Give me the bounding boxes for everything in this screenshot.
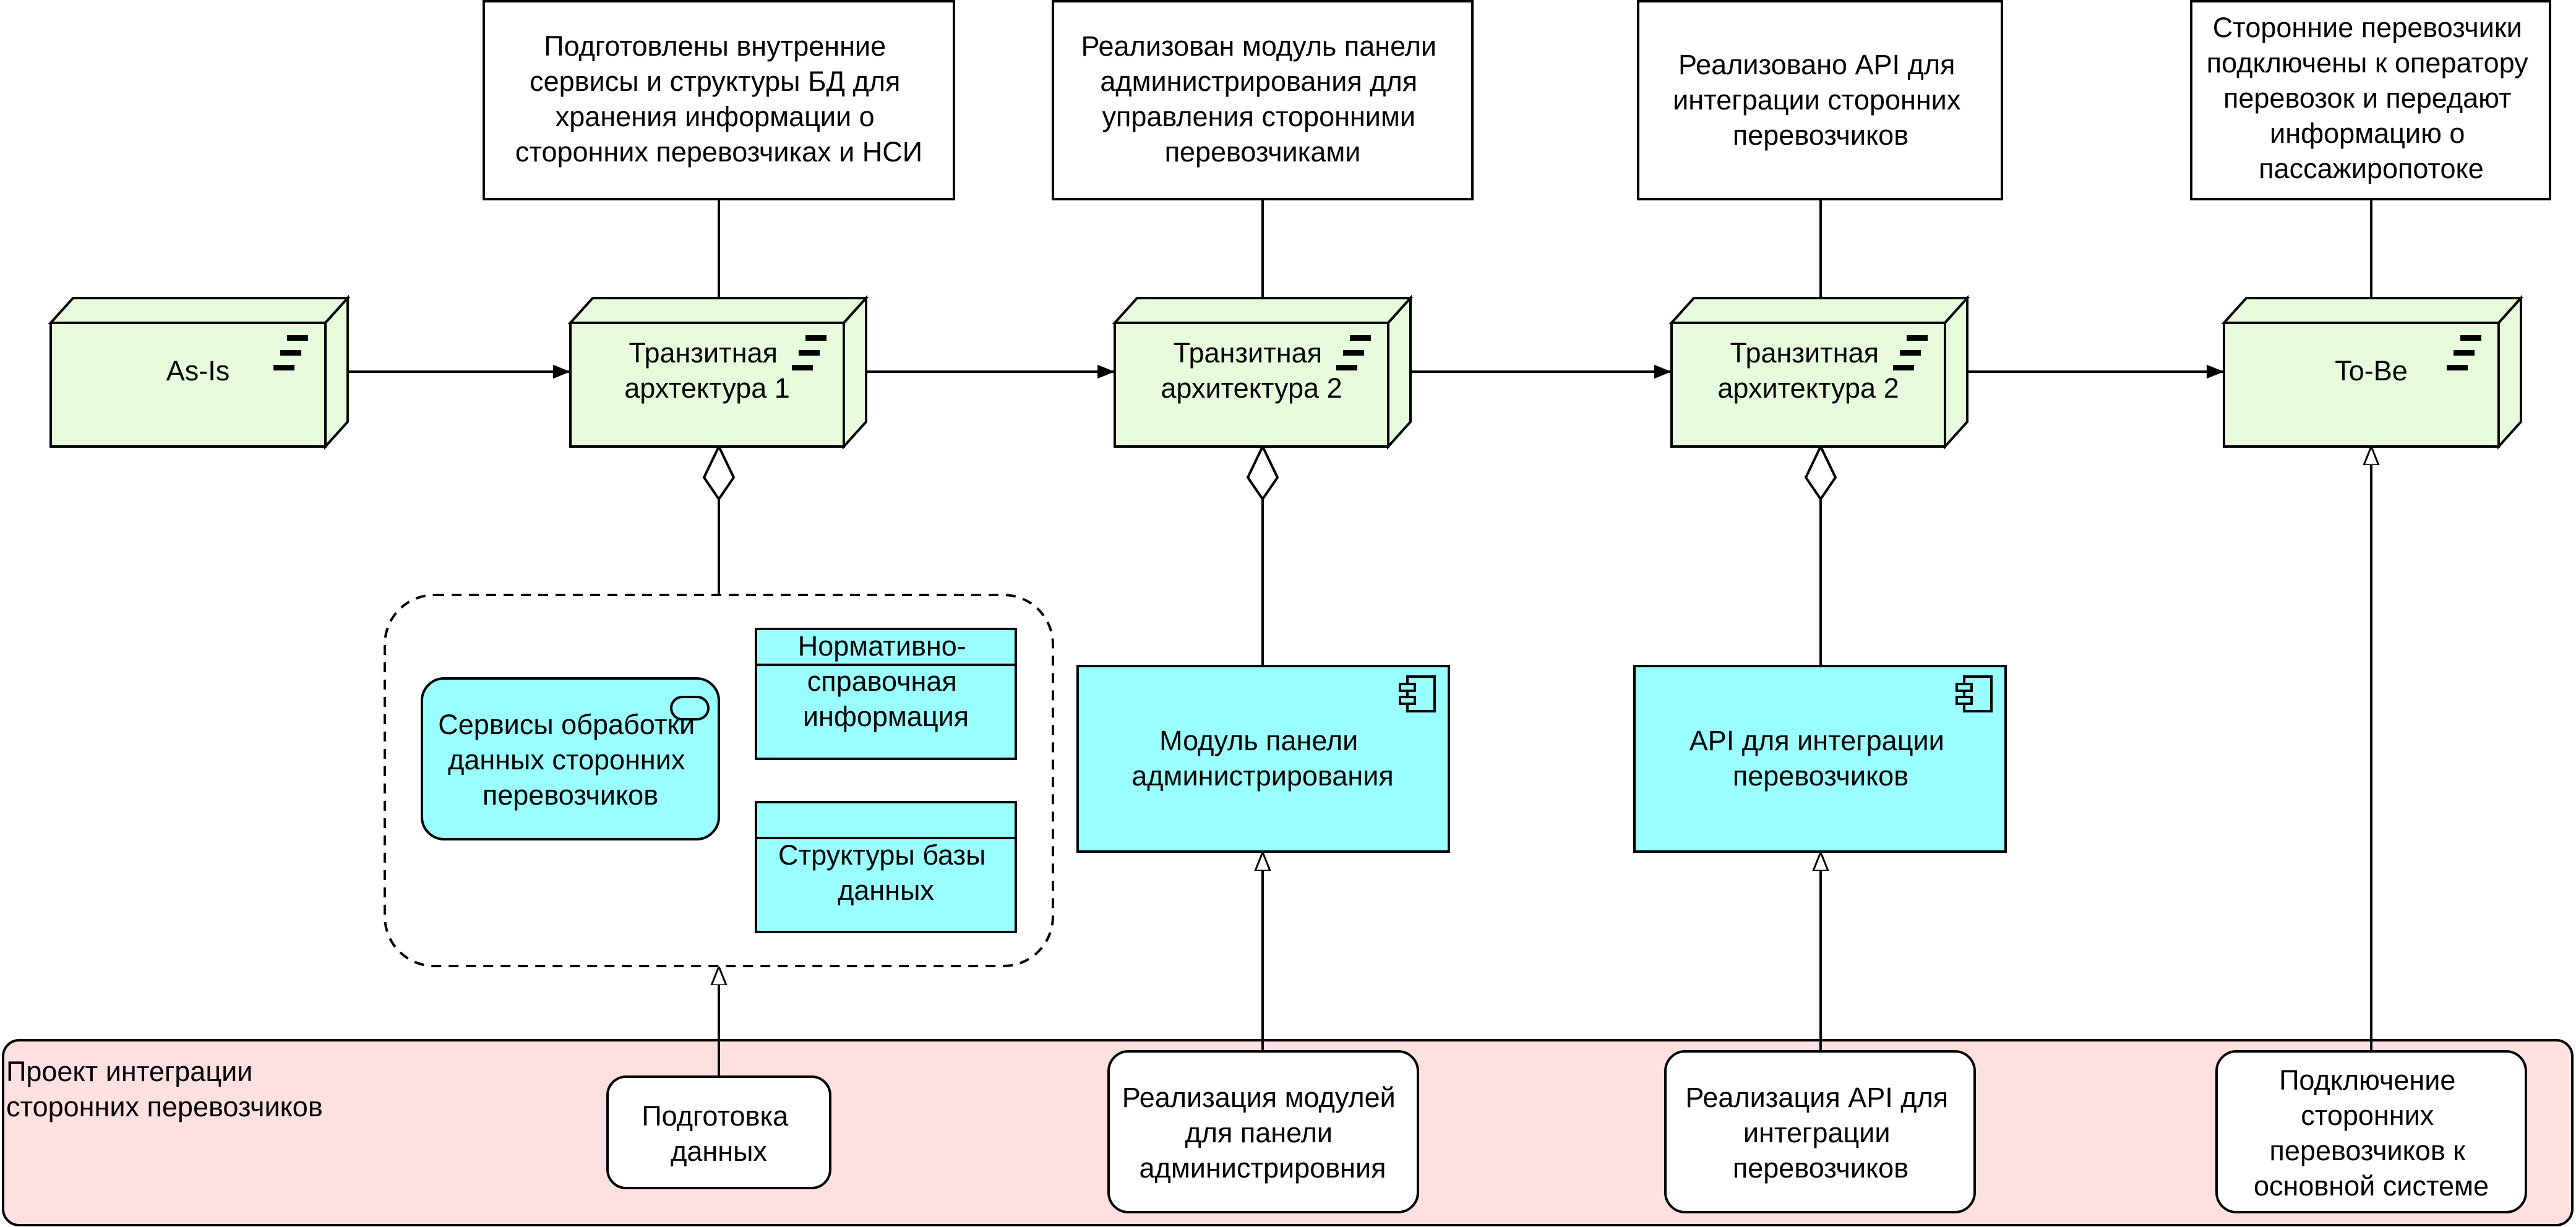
plateau-icon <box>1893 335 1928 370</box>
component-icon <box>1399 675 1436 712</box>
plateau-transit-2b[interactable]: Транзитная архитектура 2 <box>1668 294 1970 450</box>
note-box <box>1637 0 2003 200</box>
work-package-connect-carriers[interactable]: Подключение сторонних перевозчиков к осн… <box>2215 1050 2527 1213</box>
work-package-label: Подготовка данных <box>642 1100 796 1167</box>
work-package-admin-modules[interactable]: Реализация модулей для панели администри… <box>1107 1050 1419 1213</box>
notes: Подготовлены внутренние сервисы и структ… <box>483 0 2551 200</box>
work-packages: Подготовка данных Реализация модулей для… <box>606 1050 2527 1213</box>
project-label: Проект интеграции сторонних перевозчиков <box>6 1056 323 1122</box>
aggregation-diamond <box>702 443 736 502</box>
note-text: Реализован модуль панели администрирован… <box>1081 30 1444 168</box>
plateau-as-is[interactable]: As-Is <box>48 294 351 450</box>
component-label: Модуль панели администрирования <box>1131 725 1393 792</box>
note-text: Подготовлены внутренние сервисы и структ… <box>515 30 922 168</box>
reference-data-label: Нормативно- справочная информация <box>798 630 974 732</box>
aggregation-diamond <box>1804 443 1837 502</box>
work-package-label: Подключение сторонних перевозчиков к осн… <box>2254 1064 2489 1202</box>
work-package-api-impl[interactable]: Реализация API для интеграции перевозчик… <box>1664 1050 1976 1213</box>
reference-data-object[interactable]: Нормативно- справочная информация <box>755 628 1017 760</box>
plateau-label: Транзитная архитектура 2 <box>1717 337 1899 404</box>
db-structures-label: Структуры базы данных <box>778 839 994 906</box>
components: Модуль панели администрирования API для … <box>1076 665 2007 853</box>
service-label: Сервисы обработки данных сторонних перев… <box>438 709 703 811</box>
group-container: Сервисы обработки данных сторонних перев… <box>384 594 1054 967</box>
plateaus: As-Is Транзитная архтектура 1 <box>48 294 2524 450</box>
plateau-label: Транзитная архтектура 1 <box>624 337 790 404</box>
plateau-transit-1[interactable]: Транзитная архтектура 1 <box>567 294 869 450</box>
plateau-label: Транзитная архитектура 2 <box>1161 337 1342 404</box>
group-border <box>384 594 1054 967</box>
note: Реализовано API для интеграции сторонних… <box>1637 0 2003 200</box>
note-text: Сторонние перевозчики подключены к опера… <box>2207 12 2536 184</box>
service-box[interactable]: Сервисы обработки данных сторонних перев… <box>421 677 720 840</box>
note-text: Реализовано API для интеграции сторонних… <box>1673 49 1968 151</box>
component-label: API для интеграции перевозчиков <box>1689 725 1952 792</box>
plateau-label: To-Be <box>2335 355 2408 387</box>
service-icon <box>670 696 710 720</box>
note: Подготовлены внутренние сервисы и структ… <box>483 0 955 200</box>
work-package-label: Реализация API для интеграции перевозчик… <box>1685 1082 1956 1184</box>
aggregation-diamond <box>1246 443 1279 502</box>
plateau-label: As-Is <box>166 355 230 387</box>
db-structures-object[interactable]: Структуры базы данных <box>755 801 1017 933</box>
work-package-label: Реализация модулей для панели администри… <box>1122 1082 1404 1184</box>
note-box <box>1052 0 1474 200</box>
aggregation-diamonds <box>702 443 1837 502</box>
note: Сторонние перевозчики подключены к опера… <box>2190 0 2551 200</box>
plateau-icon <box>1336 335 1371 370</box>
plateau-icon <box>273 335 308 370</box>
plateau-transit-2a[interactable]: Транзитная архитектура 2 <box>1112 294 1414 450</box>
note: Реализован модуль панели администрирован… <box>1052 0 1474 200</box>
note-box <box>2190 0 2551 200</box>
component-icon <box>1956 675 1993 712</box>
plateau-icon <box>2447 335 2481 370</box>
component-integration-api[interactable]: API для интеграции перевозчиков <box>1633 665 2007 853</box>
component-admin-module[interactable]: Модуль панели администрирования <box>1076 665 1450 853</box>
work-package-data-prep[interactable]: Подготовка данных <box>606 1075 831 1189</box>
plateau-icon <box>792 335 826 370</box>
connectors <box>346 199 2371 1077</box>
plateau-to-be[interactable]: To-Be <box>2221 294 2524 450</box>
note-box <box>483 0 955 200</box>
